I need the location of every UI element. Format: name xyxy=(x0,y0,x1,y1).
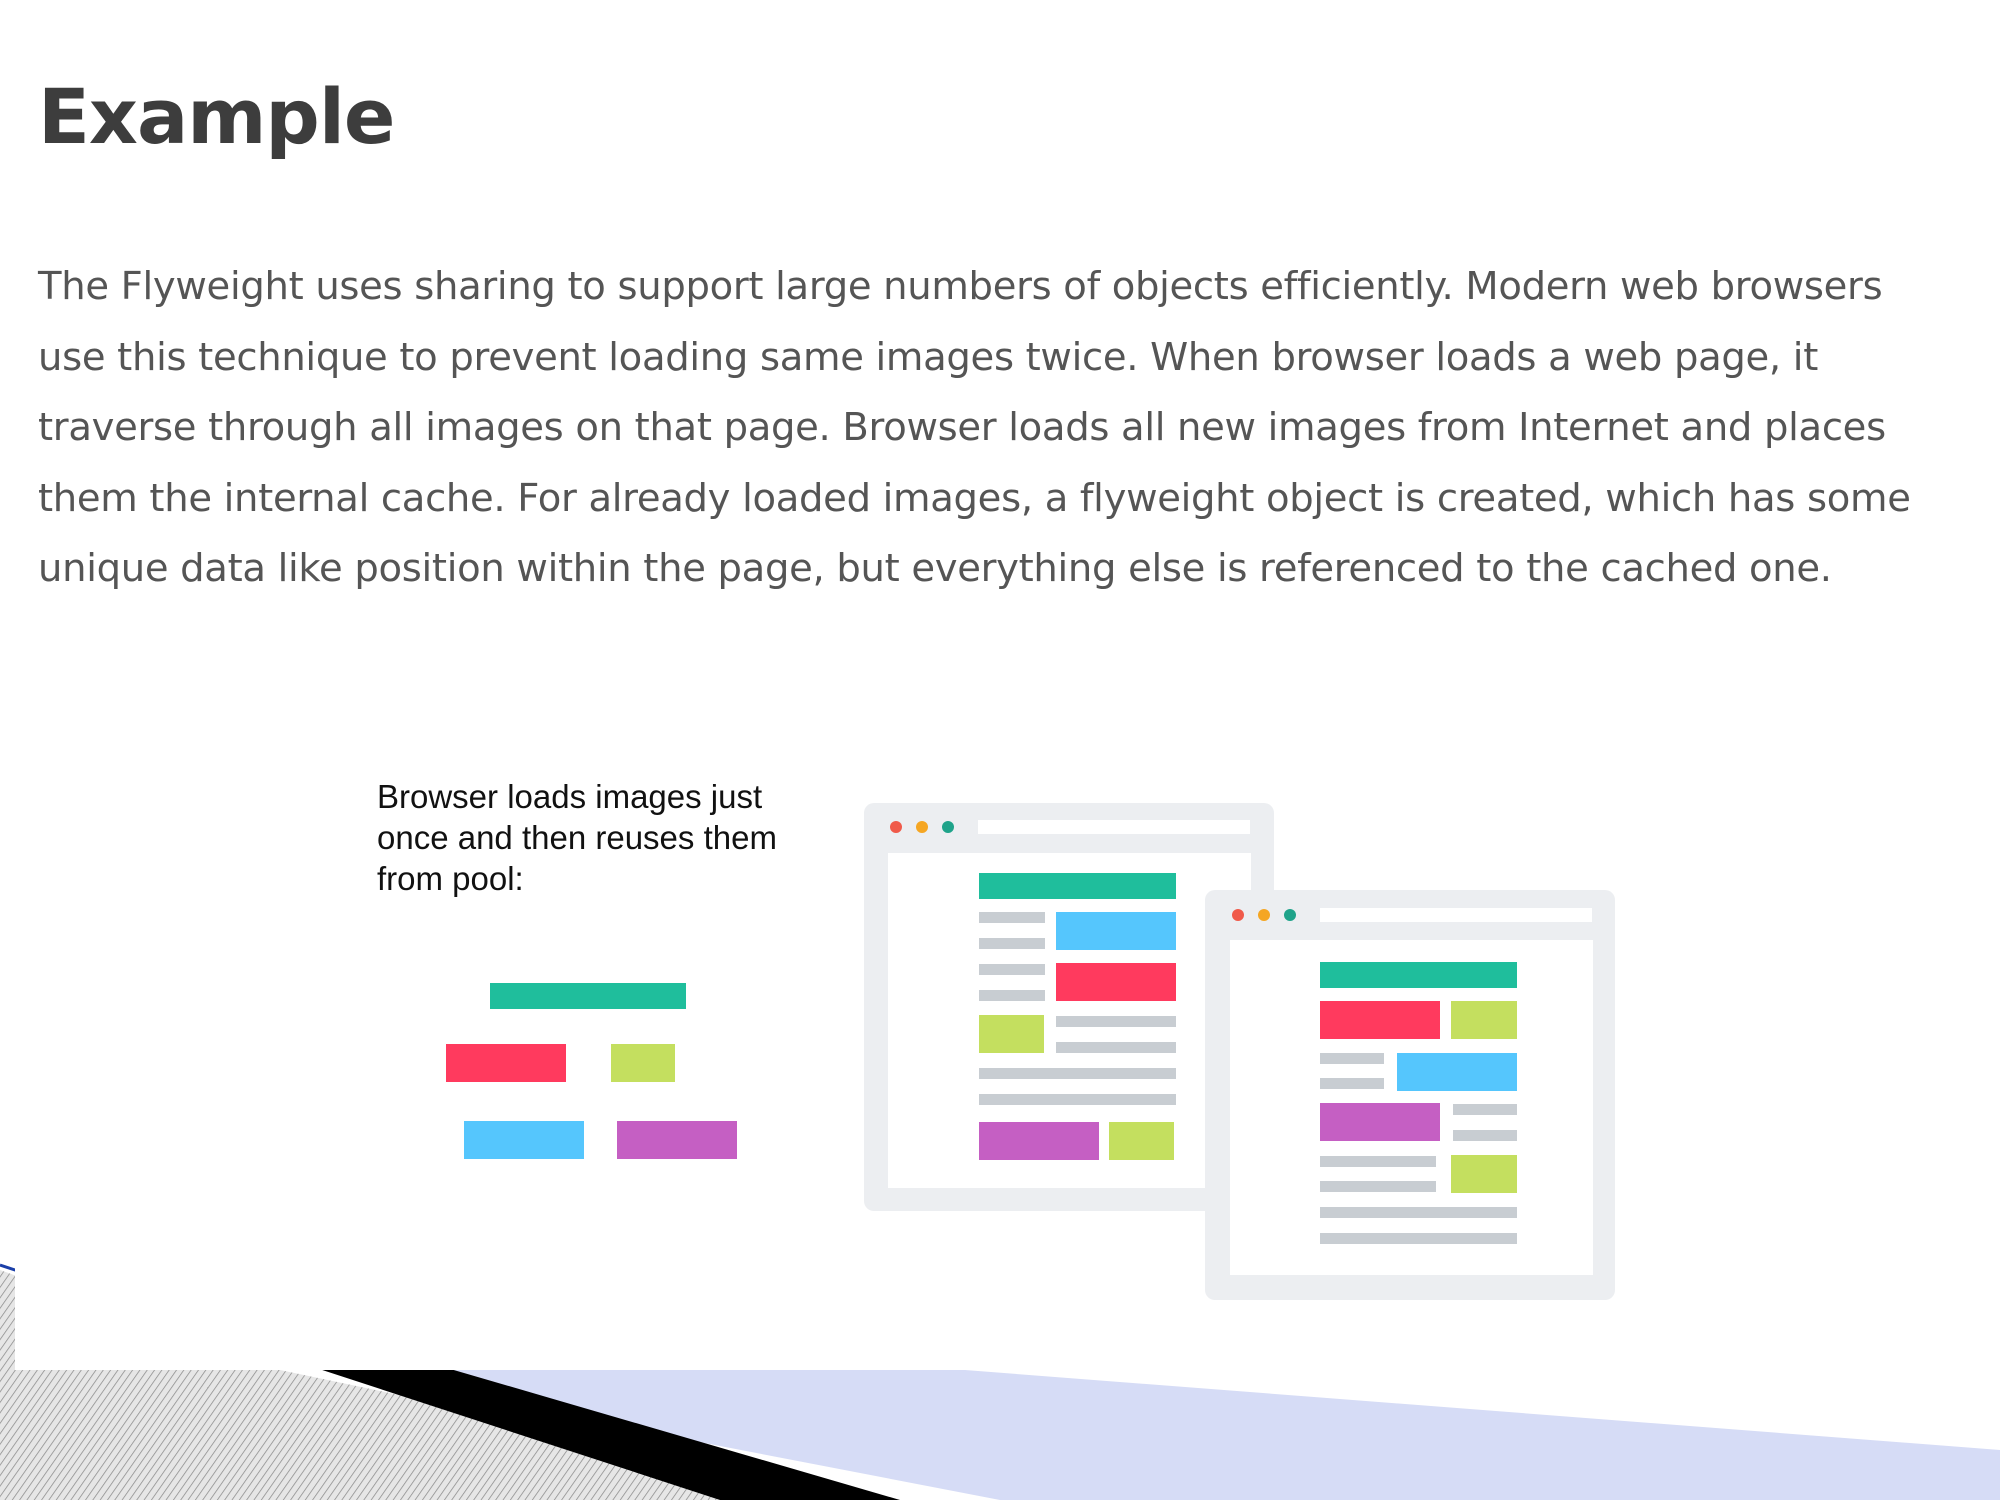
text-line xyxy=(1320,1156,1436,1167)
page-red-block xyxy=(1056,963,1176,1001)
page-lime-block xyxy=(1451,1001,1517,1039)
black-swoosh xyxy=(310,1366,900,1500)
text-line xyxy=(1320,1078,1384,1089)
page-blue-block xyxy=(1397,1053,1517,1091)
maximize-dot-icon xyxy=(942,821,954,833)
image-pool xyxy=(446,983,737,1159)
text-line xyxy=(979,912,1045,923)
text-line xyxy=(1320,1207,1517,1218)
text-line xyxy=(1056,1042,1176,1053)
page-lime-block xyxy=(1109,1122,1174,1160)
pool-purple-block xyxy=(617,1121,737,1159)
pool-lime-block xyxy=(611,1044,675,1082)
text-line xyxy=(979,1094,1176,1105)
hatched-wedge xyxy=(0,1270,900,1500)
text-line xyxy=(1320,1053,1384,1064)
minimize-dot-icon xyxy=(916,821,928,833)
text-line xyxy=(1320,1181,1436,1192)
lavender-wedge xyxy=(300,1365,2000,1500)
address-bar xyxy=(978,820,1250,834)
page-teal-header xyxy=(979,873,1176,899)
page-blue-block xyxy=(1056,912,1176,950)
page-red-block xyxy=(1320,1001,1440,1039)
text-line xyxy=(979,938,1045,949)
slide-title: Example xyxy=(38,72,395,161)
page-purple-block xyxy=(979,1122,1099,1160)
close-dot-icon xyxy=(1232,909,1244,921)
page-lime-block xyxy=(979,1015,1044,1053)
pool-red-block xyxy=(446,1044,566,1082)
text-line xyxy=(1453,1104,1517,1115)
text-line xyxy=(979,990,1045,1001)
text-line xyxy=(979,964,1045,975)
pool-blue-block xyxy=(464,1121,584,1159)
text-line xyxy=(979,1068,1176,1079)
browser-window-2 xyxy=(1205,890,1615,1300)
diagram-caption: Browser loads images just once and then … xyxy=(377,778,777,897)
address-bar xyxy=(1320,908,1592,922)
browser-window-1 xyxy=(864,803,1274,1211)
maximize-dot-icon xyxy=(1284,909,1296,921)
close-dot-icon xyxy=(890,821,902,833)
text-line xyxy=(1056,1016,1176,1027)
text-line xyxy=(1453,1130,1517,1141)
pool-teal-block xyxy=(490,983,686,1009)
text-line xyxy=(1320,1233,1517,1244)
page-teal-header xyxy=(1320,962,1517,988)
slide-body-paragraph: The Flyweight uses sharing to support la… xyxy=(38,264,1911,591)
page-lime-block xyxy=(1451,1155,1517,1193)
page-purple-block xyxy=(1320,1103,1440,1141)
minimize-dot-icon xyxy=(1258,909,1270,921)
